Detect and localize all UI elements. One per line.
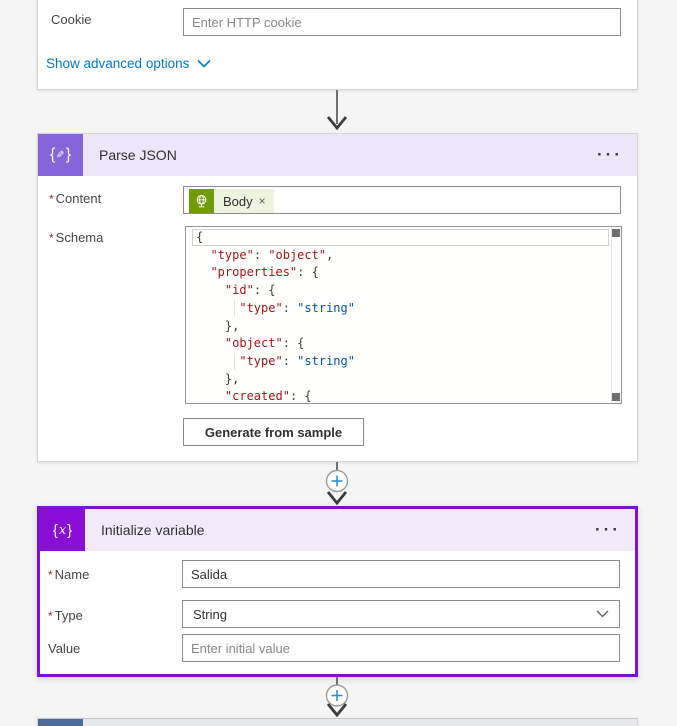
generate-from-sample-button[interactable]: Generate from sample xyxy=(183,418,364,446)
show-advanced-options-label: Show advanced options xyxy=(46,56,190,71)
flow-arrow xyxy=(326,90,348,131)
card-title: Parse JSON xyxy=(99,147,177,163)
flow-connector xyxy=(325,677,349,718)
body-token[interactable]: Body × xyxy=(189,189,274,213)
chevron-down-icon xyxy=(197,59,211,68)
value-input[interactable] xyxy=(182,634,620,662)
pencil-icon: ✎ xyxy=(56,149,65,161)
initialize-variable-card: {x} Initialize variable ··· *Name *Type … xyxy=(37,506,638,677)
indent-guide xyxy=(234,300,235,317)
token-remove-icon[interactable]: × xyxy=(258,194,266,208)
parse-json-icon: {✎} xyxy=(38,134,83,176)
token-label: Body xyxy=(223,193,253,209)
type-value: String xyxy=(193,606,227,622)
name-input[interactable] xyxy=(182,560,620,588)
http-globe-icon xyxy=(189,189,214,213)
name-label: *Name xyxy=(48,567,90,582)
more-options-button[interactable]: ··· xyxy=(595,520,621,539)
cookie-label: Cookie xyxy=(51,12,92,27)
editor-hscrollbar-thumb[interactable] xyxy=(612,393,620,401)
cookie-input[interactable] xyxy=(183,8,621,36)
parse-json-card: {✎} Parse JSON ··· *Content Body × xyxy=(37,133,638,462)
initialize-variable-icon: {x} xyxy=(40,509,85,551)
current-line-highlight xyxy=(192,229,609,246)
http-action-card: Cookie Show advanced options xyxy=(37,0,638,90)
schema-label: *Schema xyxy=(49,230,104,245)
required-asterisk: * xyxy=(49,192,54,206)
flow-connector xyxy=(325,462,349,506)
chevron-down-icon xyxy=(596,610,609,618)
next-action-icon xyxy=(38,719,83,726)
value-label: Value xyxy=(48,641,81,656)
editor-scrollbar-track xyxy=(611,227,612,403)
next-action-card[interactable] xyxy=(37,718,638,726)
schema-editor[interactable]: { "type": "object", "properties": { "id"… xyxy=(185,226,622,404)
content-input[interactable]: Body × xyxy=(183,186,621,214)
more-options-button[interactable]: ··· xyxy=(597,145,623,164)
show-advanced-options-link[interactable]: Show advanced options xyxy=(46,56,211,71)
type-select[interactable]: String xyxy=(182,600,620,628)
schema-code: { "type": "object", "properties": { "id"… xyxy=(196,230,355,404)
next-action-header xyxy=(83,719,637,726)
editor-scrollbar-thumb[interactable] xyxy=(612,229,620,237)
parse-json-header[interactable]: {✎} Parse JSON ··· xyxy=(38,134,637,176)
content-label: *Content xyxy=(49,191,102,206)
initialize-variable-header[interactable]: {x} Initialize variable ··· xyxy=(40,509,635,551)
type-label: *Type xyxy=(48,608,83,623)
indent-guide xyxy=(234,353,235,370)
card-title: Initialize variable xyxy=(101,522,205,538)
